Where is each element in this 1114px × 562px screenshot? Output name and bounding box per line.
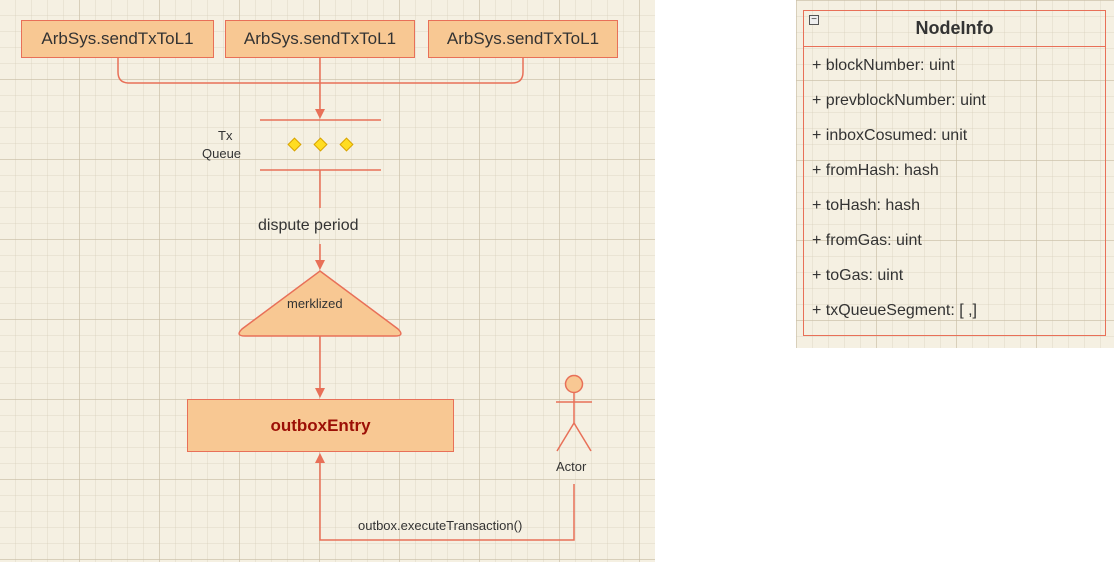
class-field: + inboxCosumed: unit xyxy=(812,127,968,144)
collapse-icon[interactable]: − xyxy=(809,15,819,25)
execute-connector xyxy=(315,453,575,541)
nodeinfo-header: − NodeInfo xyxy=(804,11,1105,47)
sender-label-1: ArbSys.sendTxToL1 xyxy=(41,29,194,48)
sender-box-3[interactable]: ArbSys.sendTxToL1 xyxy=(428,20,618,58)
class-field: + fromHash: hash xyxy=(812,162,939,179)
class-field: + txQueueSegment: [ ,] xyxy=(812,302,977,319)
queue-item-diamond xyxy=(339,137,354,152)
actor-label: Actor xyxy=(556,459,587,474)
sender-label-2: ArbSys.sendTxToL1 xyxy=(243,29,397,48)
nodeinfo-title: NodeInfo xyxy=(915,18,994,38)
queue-item-diamond xyxy=(313,137,328,152)
outbox-entry-label: outboxEntry xyxy=(270,415,371,435)
diagram-canvas-right xyxy=(796,0,1114,348)
class-field: + toHash: hash xyxy=(812,197,921,214)
sender-connector-right xyxy=(320,57,524,84)
sender-label-3: ArbSys.sendTxToL1 xyxy=(446,29,600,48)
execute-transaction-label: outbox.executeTransaction() xyxy=(358,518,523,533)
dispute-period-label: dispute period xyxy=(258,217,359,234)
queue-label-line2: Queue xyxy=(202,146,242,161)
nodeinfo-class-box[interactable]: − NodeInfo + blockNumber: uint + prevblo… xyxy=(803,10,1106,336)
class-field: + blockNumber: uint xyxy=(812,57,955,74)
actor-figure xyxy=(556,374,592,452)
queue-item-diamond xyxy=(287,137,302,152)
sender-box-2[interactable]: ArbSys.sendTxToL1 xyxy=(225,20,415,58)
class-field: + fromGas: uint xyxy=(812,232,922,249)
sender-connector-left xyxy=(117,57,320,84)
class-field: + toGas: uint xyxy=(812,267,904,284)
queue-label-line1: Tx xyxy=(218,128,233,143)
sender-box-1[interactable]: ArbSys.sendTxToL1 xyxy=(21,20,214,58)
class-field: + prevblockNumber: uint xyxy=(812,92,986,109)
merklized-label: merklized xyxy=(287,296,343,311)
outbox-entry-box[interactable]: outboxEntry xyxy=(187,399,454,452)
